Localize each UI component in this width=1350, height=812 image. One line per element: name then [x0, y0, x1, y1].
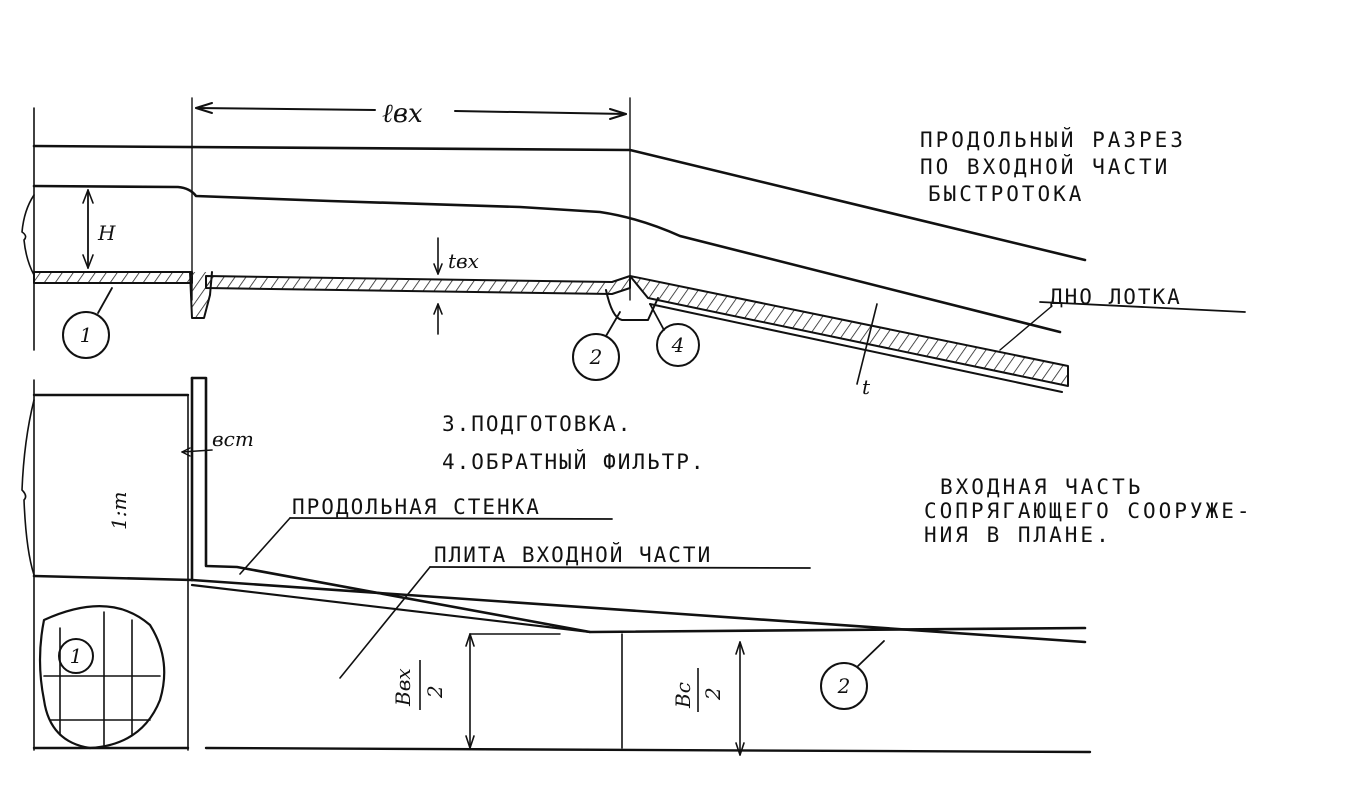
callout-circle-1	[62, 311, 110, 359]
drain-pocket	[605, 289, 659, 321]
dim-half-width-num: Bс	[671, 682, 695, 709]
plan-callout-1-label: 1	[70, 644, 83, 668]
note-4: 4.ОБРАТНЫЙ ФИЛЬТР.	[442, 449, 706, 474]
dim-half-width-den: 2	[701, 687, 725, 701]
dim-slab-thickness: t	[862, 375, 871, 399]
callout-circle-4	[656, 323, 700, 367]
dim-inlet-length: ℓвх	[382, 99, 423, 129]
dim-half-width-inlet: Bвх 2	[391, 660, 447, 710]
plan-callout-2-label: 2	[837, 674, 851, 698]
dim-slab-thickness-inlet: tвх	[448, 249, 479, 273]
plan-callout-circle-2	[820, 662, 868, 710]
plan-caption-line-2: СОПРЯГАЮЩЕГО СООРУЖЕ-	[924, 499, 1253, 523]
title-line-1: ПРОДОЛЬНЫЙ РАЗРЕЗ	[920, 127, 1186, 152]
dim-depth: H	[97, 221, 116, 245]
dim-half-width-inlet-num: Bвх	[391, 668, 415, 707]
dim-half-width-inlet-den: 2	[423, 685, 447, 699]
callout-1-label: 1	[80, 323, 93, 347]
plan-caption-line-3: НИЯ В ПЛАНЕ.	[924, 523, 1112, 547]
water-surface-line	[32, 184, 1062, 334]
dim-half-width: Bс 2	[671, 668, 725, 712]
channel-bottom-label: ДНО ЛОТКА	[1050, 285, 1182, 309]
plan-detail-circle	[38, 605, 166, 750]
note-3: 3.ПОДГОТОВКА.	[442, 412, 632, 436]
title-line-3: БЫСТРОТОКА	[928, 182, 1084, 206]
plan-caption-line-1: ВХОДНАЯ ЧАСТЬ	[940, 475, 1143, 499]
dim-wall-thickness: вст	[212, 427, 254, 451]
dim-slope: 1:m	[107, 492, 131, 530]
title-block: ПРОДОЛЬНЫЙ РАЗРЕЗ ПО ВХОДНОЙ ЧАСТИ БЫСТР…	[920, 127, 1186, 206]
callout-2-label: 2	[589, 345, 603, 369]
wall-top-line	[32, 144, 1087, 262]
longitudinal-wall	[190, 376, 1087, 634]
plan-callout-circle-1	[58, 638, 94, 674]
inlet-slab	[205, 275, 631, 295]
callout-4-label: 4	[671, 333, 685, 357]
callout-circle-2	[572, 333, 620, 381]
upstream-slab	[33, 271, 193, 284]
plan-view	[21, 376, 1092, 756]
channel-slab	[629, 275, 1069, 387]
longitudinal-section	[21, 97, 1246, 393]
inlet-slab-label: ПЛИТА ВХОДНОЙ ЧАСТИ	[434, 542, 712, 567]
plan-caption: ВХОДНАЯ ЧАСТЬ СОПРЯГАЮЩЕГО СООРУЖЕ- НИЯ …	[924, 475, 1253, 547]
title-line-2: ПО ВХОДНОЙ ЧАСТИ	[920, 154, 1170, 179]
longitudinal-wall-label: ПРОДОЛЬНАЯ СТЕНКА	[292, 495, 541, 519]
notes: 3.ПОДГОТОВКА. 4.ОБРАТНЫЙ ФИЛЬТР.	[442, 412, 706, 474]
